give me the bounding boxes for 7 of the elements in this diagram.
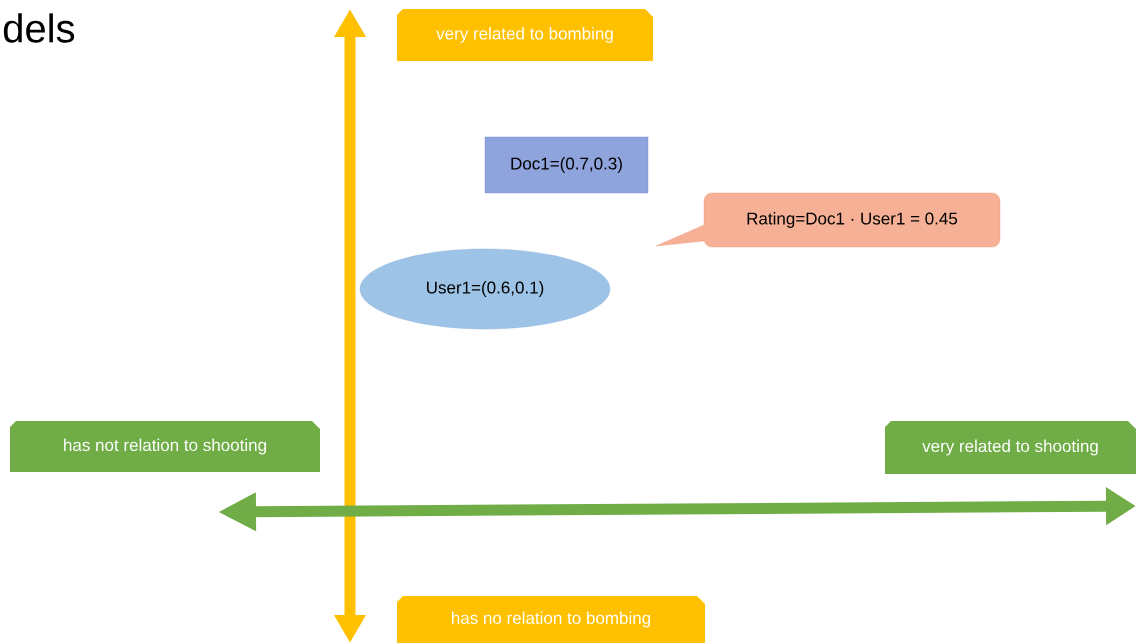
- axis-label: has no relation to bombing: [397, 596, 705, 643]
- axis-label: has not relation to shooting: [10, 421, 320, 472]
- speech-bubble: Rating=Doc1 · User1 = 0.45: [655, 192, 1001, 248]
- axis-label: very related to bombing: [397, 9, 653, 61]
- heading: dels: [3, 13, 75, 43]
- document-box: Doc1=(0.7,0.3): [484, 136, 649, 194]
- axis-label: very related to shooting: [885, 421, 1136, 474]
